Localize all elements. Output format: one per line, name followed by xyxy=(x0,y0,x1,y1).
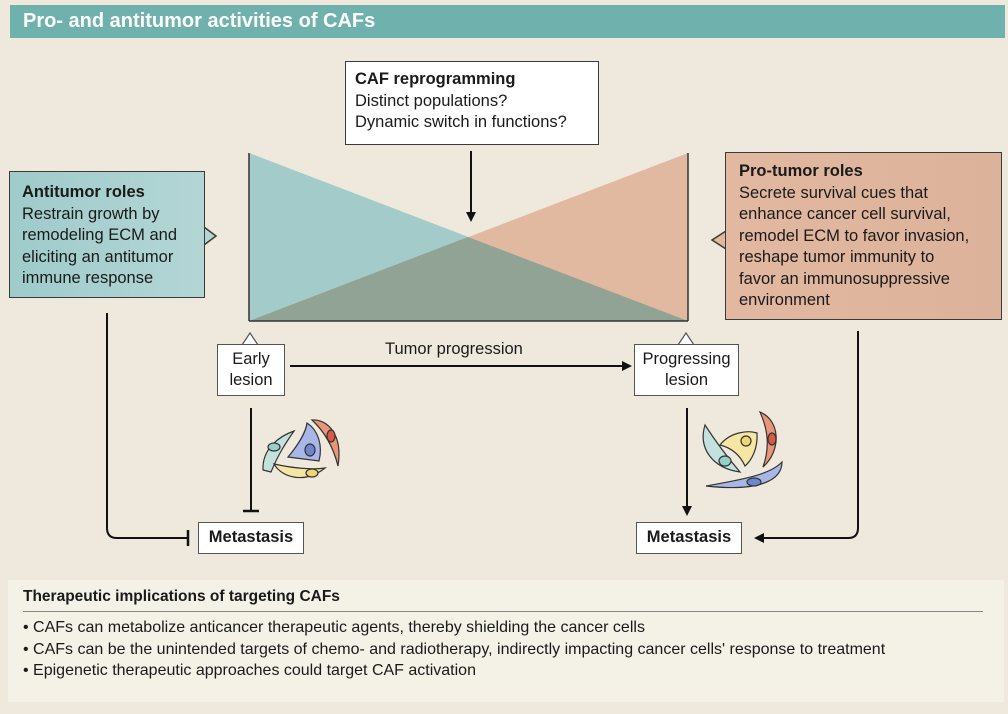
protumor-roles-box: Pro-tumor roles Secrete survival cues th… xyxy=(725,152,1002,320)
protumor-metastasis-arrow xyxy=(754,331,859,543)
progressing-lesion-line: lesion xyxy=(664,371,709,389)
therapeutic-bullet: • CAFs can be the unintended targets of … xyxy=(23,640,886,658)
overlap-triangle xyxy=(249,237,688,321)
protumor-line: enhance cancer cell survival, xyxy=(739,205,951,223)
caf-cluster-left xyxy=(262,419,340,479)
nucleus-teal xyxy=(267,442,281,452)
protumor-line: reshape tumor immunity to xyxy=(739,248,935,266)
caf-reprogramming-box: CAF reprogramming Distinct populations? … xyxy=(345,61,599,145)
antitumor-line: remodeling ECM and xyxy=(22,226,177,244)
nucleus-yellow xyxy=(740,435,752,447)
antitumor-line: Restrain growth by xyxy=(22,204,160,223)
protumor-line: remodel ECM to favor invasion, xyxy=(739,226,970,245)
progressing-lesion-box: Progressing lesion xyxy=(634,344,739,396)
title-banner: Pro- and antitumor activities of CAFs xyxy=(10,5,1005,38)
caf-cluster-right xyxy=(702,410,783,489)
cell-teal xyxy=(262,429,296,473)
reprogramming-line: Dynamic switch in functions? xyxy=(355,113,567,131)
therapeutic-bullet: • Epigenetic therapeutic approaches coul… xyxy=(23,662,476,679)
protumor-line: favor an immunosuppressive xyxy=(739,269,950,288)
antitumor-pointer xyxy=(203,226,218,246)
protumor-title: Pro-tumor roles xyxy=(739,162,863,180)
early-lesion-box: Early lesion xyxy=(217,344,285,396)
divider xyxy=(23,611,983,612)
metastasis-left-box: Metastasis xyxy=(198,522,304,554)
metastasis-right-box: Metastasis xyxy=(636,522,742,554)
nucleus-yellow xyxy=(305,468,319,478)
protumor-line: Secrete survival cues that xyxy=(739,183,928,202)
cell-blue xyxy=(286,421,321,462)
cell-blue xyxy=(705,460,783,489)
cell-teal xyxy=(702,423,742,473)
progressing-lesion-line: Progressing xyxy=(642,350,731,368)
early-pointer xyxy=(241,331,259,346)
nucleus-teal xyxy=(718,455,732,467)
page-title: Pro- and antitumor activities of CAFs xyxy=(23,10,376,32)
protumor-pointer xyxy=(710,230,727,250)
antitumor-title: Antitumor roles xyxy=(22,183,145,201)
antitumor-roles-box: Antitumor roles Restrain growth by remod… xyxy=(9,171,205,298)
reprogramming-title: CAF reprogramming xyxy=(355,70,516,88)
therapeutic-bullet: • CAFs can metabolize anticancer therape… xyxy=(23,619,645,636)
antitumor-line: eliciting an antitumor xyxy=(22,247,174,266)
early-lesion-line: lesion xyxy=(229,371,273,389)
early-lesion-line: Early xyxy=(232,350,270,368)
therapeutic-implications-panel: Therapeutic implications of targeting CA… xyxy=(8,580,1004,702)
nucleus-red xyxy=(767,432,777,446)
nucleus-blue xyxy=(304,443,316,457)
protumor-line: environment xyxy=(739,291,830,309)
antitumor-line: immune response xyxy=(22,269,154,287)
antitumor-inhibition-line xyxy=(106,313,188,539)
nucleus-blue xyxy=(746,477,762,487)
tumor-progression-label: Tumor progression xyxy=(385,340,523,358)
nucleus-red xyxy=(326,429,336,443)
reprogramming-line: Distinct populations? xyxy=(355,91,508,110)
therapeutic-title: Therapeutic implications of targeting CA… xyxy=(23,588,340,605)
progressing-pointer xyxy=(677,331,695,346)
